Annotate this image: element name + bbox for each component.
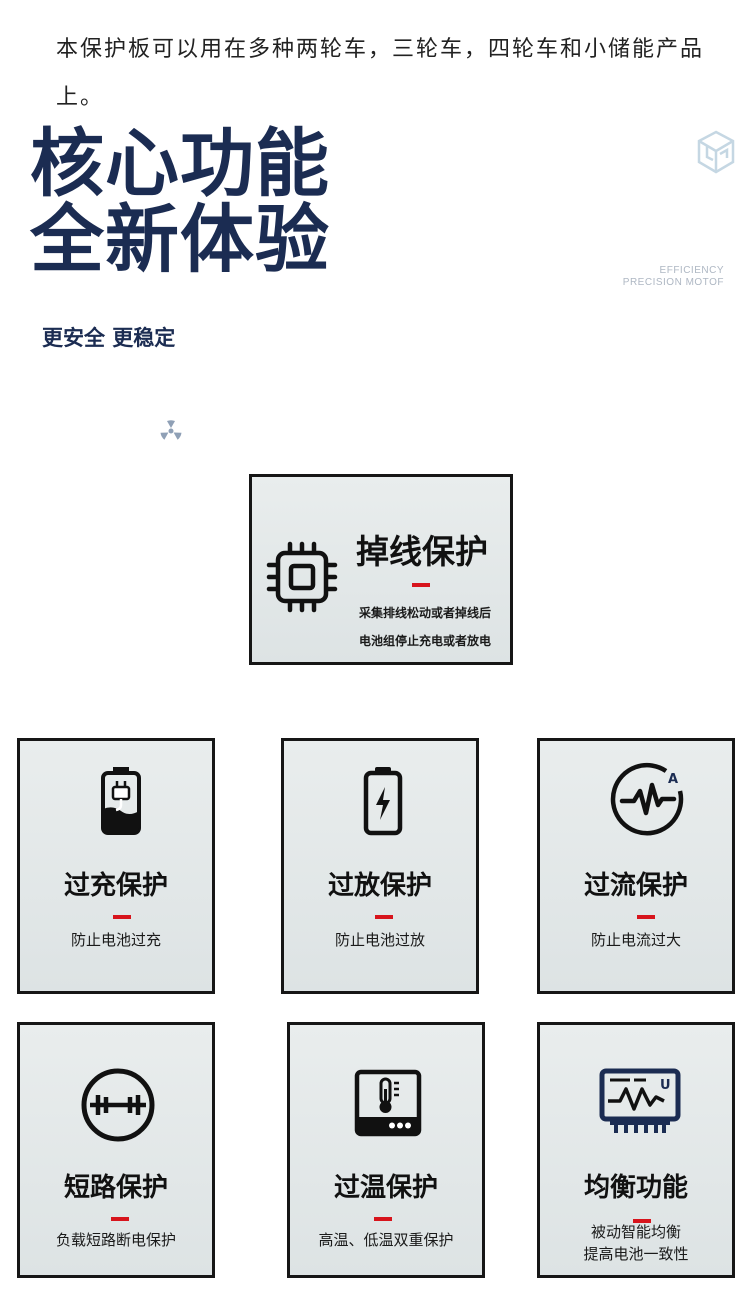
feature-card-overcurrent: A 过流保护 防止电流过大	[537, 738, 735, 994]
short-circuit-icon	[81, 1068, 155, 1142]
red-divider	[113, 915, 131, 919]
svg-text:A: A	[668, 772, 678, 787]
hero-heading: 核心功能 全新体验	[30, 126, 330, 278]
card-title: 短路保护	[63, 1173, 168, 1203]
card-description: 防止电池过充	[70, 931, 161, 949]
card-desc-line-2: 电池组停止充电或者放电	[358, 634, 491, 648]
feature-card-overcharge: 过充保护 防止电池过充	[17, 738, 215, 994]
card-description: 采集排线松动或者掉线后 电池组停止充电或者放电	[346, 599, 504, 655]
balance-monitor-icon: U	[599, 1068, 681, 1133]
card-description: 防止电流过大	[590, 931, 681, 949]
feature-card-short-circuit: 短路保护 负载短路断电保护	[17, 1022, 215, 1278]
card-title: 掉线保护	[356, 532, 488, 571]
battery-plug-icon	[101, 767, 141, 835]
card-title: 过充保护	[63, 871, 168, 901]
efficiency-caption: EFFICIENCY PRECISION MOTOF	[623, 265, 724, 289]
efficiency-line-2: PRECISION MOTOF	[622, 277, 724, 288]
chip-icon	[266, 541, 338, 613]
current-meter-icon: A	[610, 762, 684, 836]
red-divider	[374, 1217, 392, 1221]
svg-text:U: U	[660, 1078, 671, 1093]
feature-card-overdischarge: 过放保护 防止电池过放	[281, 738, 479, 994]
battery-bolt-icon	[363, 767, 403, 836]
card-title: 过放保护	[327, 871, 432, 901]
feature-card-overtemperature: 过温保护 高温、低温双重保护	[287, 1022, 485, 1278]
card-description: 负载短路断电保护	[55, 1231, 176, 1249]
card-title: 均衡功能	[583, 1173, 688, 1203]
card-desc-line-1: 被动智能均衡	[590, 1223, 681, 1241]
red-divider	[412, 583, 430, 587]
card-title: 过温保护	[333, 1173, 438, 1203]
thermometer-icon	[354, 1069, 422, 1137]
card-desc-line-2: 提高电池一致性	[583, 1245, 689, 1263]
hero-line-1: 核心功能	[30, 121, 330, 207]
feature-card-disconnect: 掉线保护 采集排线松动或者掉线后 电池组停止充电或者放电	[249, 474, 513, 665]
radiation-decoration-icon	[160, 420, 182, 440]
cube-logo-icon	[697, 130, 735, 174]
card-desc-line-1: 采集排线松动或者掉线后	[358, 606, 491, 620]
card-title: 过流保护	[583, 871, 688, 901]
red-divider	[637, 915, 655, 919]
card-description: 高温、低温双重保护	[318, 1231, 454, 1249]
red-divider	[375, 915, 393, 919]
efficiency-line-1: EFFICIENCY	[659, 265, 724, 276]
hero-line-2: 全新体验	[30, 197, 330, 283]
subtitle: 更安全 更稳定	[42, 326, 176, 350]
red-divider	[633, 1219, 651, 1223]
feature-card-balance: U 均衡功能 被动智能均衡 提高电池一致性	[537, 1022, 735, 1278]
card-description: 防止电池过放	[334, 931, 425, 949]
intro-text: 本保护板可以用在多种两轮车，三轮车，四轮车和小储能产品上。	[56, 37, 705, 110]
card-description: 被动智能均衡 提高电池一致性	[540, 1221, 732, 1265]
red-divider	[111, 1217, 129, 1221]
